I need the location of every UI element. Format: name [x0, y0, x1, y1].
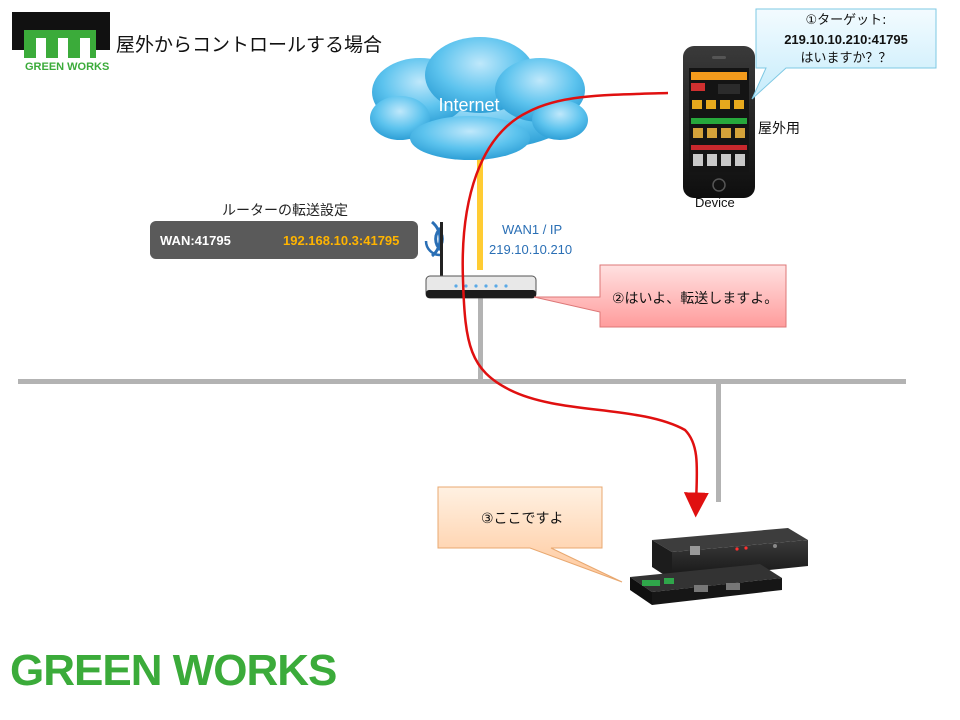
- callout-controller-text: ③ここですよ: [481, 511, 564, 527]
- callout-device-bubble: [751, 8, 937, 100]
- callout-router-text: ②はいよ、転送しますよ。: [612, 291, 779, 307]
- callout-controller-bubble: [437, 486, 623, 583]
- smartphone-device: [683, 46, 755, 198]
- connection-path-arrow: [461, 91, 709, 518]
- callout-device-line2: 219.10.10.210:41795: [784, 32, 908, 47]
- router-icon: [424, 220, 537, 299]
- callout-device-line1: ①ターゲット:: [805, 13, 887, 28]
- device-label: Device: [695, 195, 735, 210]
- controller-device: [630, 528, 808, 605]
- page-title: 屋外からコントロールする場合: [116, 34, 383, 56]
- cloud-label: Internet: [438, 95, 499, 115]
- router-wan-ip: 219.10.10.210: [489, 242, 573, 257]
- internet-cloud: [370, 37, 588, 160]
- logo-small-text: GREEN WORKS: [25, 61, 110, 73]
- router-wan-label: WAN1 / IP: [502, 222, 563, 237]
- wan-link-line: [477, 150, 483, 270]
- network-backbone: [18, 296, 906, 502]
- lan-target-label: 192.168.10.3:41795: [283, 233, 400, 248]
- greenworks-logo-small: [12, 12, 110, 58]
- callout-device-text: ①ターゲット: 219.10.10.210:41795 はいますか？？: [757, 11, 935, 68]
- device-tag: 屋外用: [758, 121, 800, 137]
- forwarding-rule-box: [150, 221, 418, 259]
- wan-port-label: WAN:41795: [160, 233, 231, 248]
- callout-device-line3: はいますか？？: [800, 51, 892, 66]
- callout-router-bubble: [533, 264, 787, 328]
- forwarding-settings-title: ルーターの転送設定: [222, 203, 348, 219]
- greenworks-logo: GREEN WORKS: [10, 646, 337, 695]
